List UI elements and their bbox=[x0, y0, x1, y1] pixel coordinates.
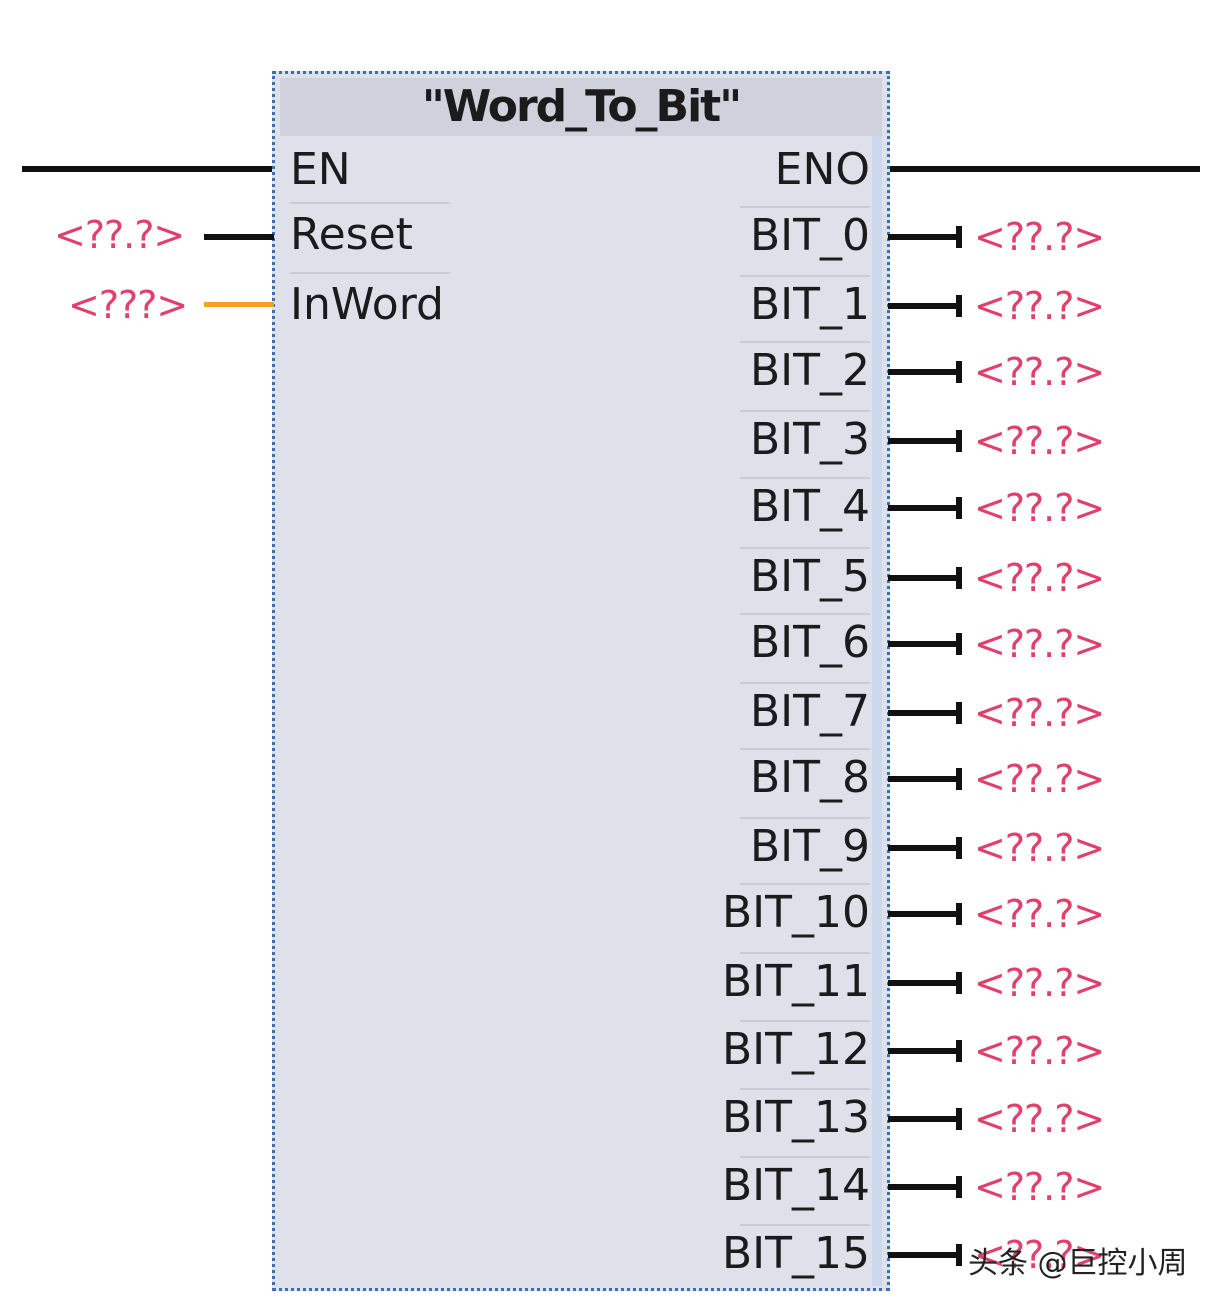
bit-7-operand[interactable]: <??.?> bbox=[974, 691, 1105, 735]
pin-eno[interactable]: ENO bbox=[774, 144, 870, 195]
bit-8-output-wire bbox=[888, 776, 960, 782]
coil-end-marker bbox=[956, 1108, 962, 1130]
pin-bit-6[interactable]: BIT_6 bbox=[749, 617, 870, 668]
pin-separator bbox=[740, 341, 870, 343]
pin-separator bbox=[740, 613, 870, 615]
bit-5-operand[interactable]: <??.?> bbox=[974, 556, 1105, 600]
bit-12-operand[interactable]: <??.?> bbox=[974, 1029, 1105, 1073]
bit-10-operand[interactable]: <??.?> bbox=[974, 892, 1105, 936]
inword-input-wire bbox=[204, 302, 274, 307]
bit-9-output-wire bbox=[888, 845, 960, 851]
bit-11-output-wire bbox=[888, 980, 960, 986]
pin-separator bbox=[740, 952, 870, 954]
pin-bit-3[interactable]: BIT_3 bbox=[749, 414, 870, 465]
coil-end-marker bbox=[956, 1244, 962, 1266]
pin-separator bbox=[740, 1156, 870, 1158]
bit-2-operand[interactable]: <??.?> bbox=[974, 350, 1105, 394]
coil-end-marker bbox=[956, 361, 962, 383]
bit-7-output-wire bbox=[888, 710, 960, 716]
pin-bit-13[interactable]: BIT_13 bbox=[721, 1092, 870, 1143]
bit-13-output-wire bbox=[888, 1116, 960, 1122]
pin-separator bbox=[740, 547, 870, 549]
bit-6-output-wire bbox=[888, 641, 960, 647]
coil-end-marker bbox=[956, 226, 962, 248]
bit-5-output-wire bbox=[888, 575, 960, 581]
reset-input-wire bbox=[204, 234, 274, 240]
bit-6-operand[interactable]: <??.?> bbox=[974, 622, 1105, 666]
pin-inword[interactable]: InWord bbox=[290, 279, 444, 330]
pin-bit-15[interactable]: BIT_15 bbox=[721, 1228, 870, 1279]
bit-10-output-wire bbox=[888, 911, 960, 917]
bit-0-operand[interactable]: <??.?> bbox=[974, 215, 1105, 259]
pin-separator bbox=[740, 275, 870, 277]
pin-reset[interactable]: Reset bbox=[290, 209, 413, 260]
pin-bit-7[interactable]: BIT_7 bbox=[749, 686, 870, 737]
pin-separator bbox=[290, 202, 450, 204]
bit-2-output-wire bbox=[888, 369, 960, 375]
coil-end-marker bbox=[956, 768, 962, 790]
pin-bit-1[interactable]: BIT_1 bbox=[749, 279, 870, 330]
pin-bit-0[interactable]: BIT_0 bbox=[749, 210, 870, 261]
block-title[interactable]: "Word_To_Bit" bbox=[280, 78, 882, 136]
pin-separator bbox=[740, 682, 870, 684]
pin-separator bbox=[740, 1224, 870, 1226]
bit-8-operand[interactable]: <??.?> bbox=[974, 757, 1105, 801]
pin-bit-10[interactable]: BIT_10 bbox=[721, 887, 870, 938]
pin-separator bbox=[290, 272, 450, 274]
bit-0-output-wire bbox=[888, 234, 960, 240]
bit-9-operand[interactable]: <??.?> bbox=[974, 826, 1105, 870]
bit-13-operand[interactable]: <??.?> bbox=[974, 1097, 1105, 1141]
bit-3-output-wire bbox=[888, 438, 960, 444]
pin-bit-12[interactable]: BIT_12 bbox=[721, 1024, 870, 1075]
pin-separator bbox=[740, 477, 870, 479]
bit-15-output-wire bbox=[888, 1252, 960, 1258]
reset-operand[interactable]: <??.?> bbox=[54, 213, 185, 257]
en-power-rail-wire bbox=[22, 166, 274, 172]
bit-4-output-wire bbox=[888, 505, 960, 511]
pin-bit-8[interactable]: BIT_8 bbox=[749, 752, 870, 803]
coil-end-marker bbox=[956, 633, 962, 655]
pin-separator bbox=[740, 883, 870, 885]
coil-end-marker bbox=[956, 497, 962, 519]
pin-bit-2[interactable]: BIT_2 bbox=[749, 345, 870, 396]
bit-1-operand[interactable]: <??.?> bbox=[974, 284, 1105, 328]
bit-3-operand[interactable]: <??.?> bbox=[974, 419, 1105, 463]
coil-end-marker bbox=[956, 295, 962, 317]
coil-end-marker bbox=[956, 903, 962, 925]
pin-separator bbox=[740, 1020, 870, 1022]
pin-bit-14[interactable]: BIT_14 bbox=[721, 1160, 870, 1211]
pin-bit-9[interactable]: BIT_9 bbox=[749, 821, 870, 872]
pin-separator bbox=[740, 410, 870, 412]
coil-end-marker bbox=[956, 430, 962, 452]
function-block-word-to-bit[interactable] bbox=[272, 71, 890, 1291]
bit-12-output-wire bbox=[888, 1048, 960, 1054]
coil-end-marker bbox=[956, 702, 962, 724]
bit-14-output-wire bbox=[888, 1184, 960, 1190]
inword-operand[interactable]: <???> bbox=[68, 283, 188, 327]
coil-end-marker bbox=[956, 567, 962, 589]
pin-bit-11[interactable]: BIT_11 bbox=[721, 956, 870, 1007]
pin-separator bbox=[740, 817, 870, 819]
block-output-band bbox=[872, 136, 882, 1286]
eno-power-rail-wire bbox=[888, 166, 1200, 172]
bit-14-operand[interactable]: <??.?> bbox=[974, 1165, 1105, 1209]
coil-end-marker bbox=[956, 1176, 962, 1198]
coil-end-marker bbox=[956, 972, 962, 994]
bit-4-operand[interactable]: <??.?> bbox=[974, 486, 1105, 530]
pin-bit-4[interactable]: BIT_4 bbox=[749, 481, 870, 532]
pin-en[interactable]: EN bbox=[290, 144, 351, 195]
coil-end-marker bbox=[956, 837, 962, 859]
coil-end-marker bbox=[956, 1040, 962, 1062]
bit-11-operand[interactable]: <??.?> bbox=[974, 961, 1105, 1005]
pin-separator bbox=[740, 748, 870, 750]
watermark: 头条 @巨控小周 bbox=[968, 1246, 1188, 1281]
bit-1-output-wire bbox=[888, 303, 960, 309]
pin-separator bbox=[740, 206, 870, 208]
pin-separator bbox=[740, 1088, 870, 1090]
bit-15-operand[interactable]: <??.?> bbox=[974, 1233, 1105, 1277]
pin-bit-5[interactable]: BIT_5 bbox=[749, 551, 870, 602]
